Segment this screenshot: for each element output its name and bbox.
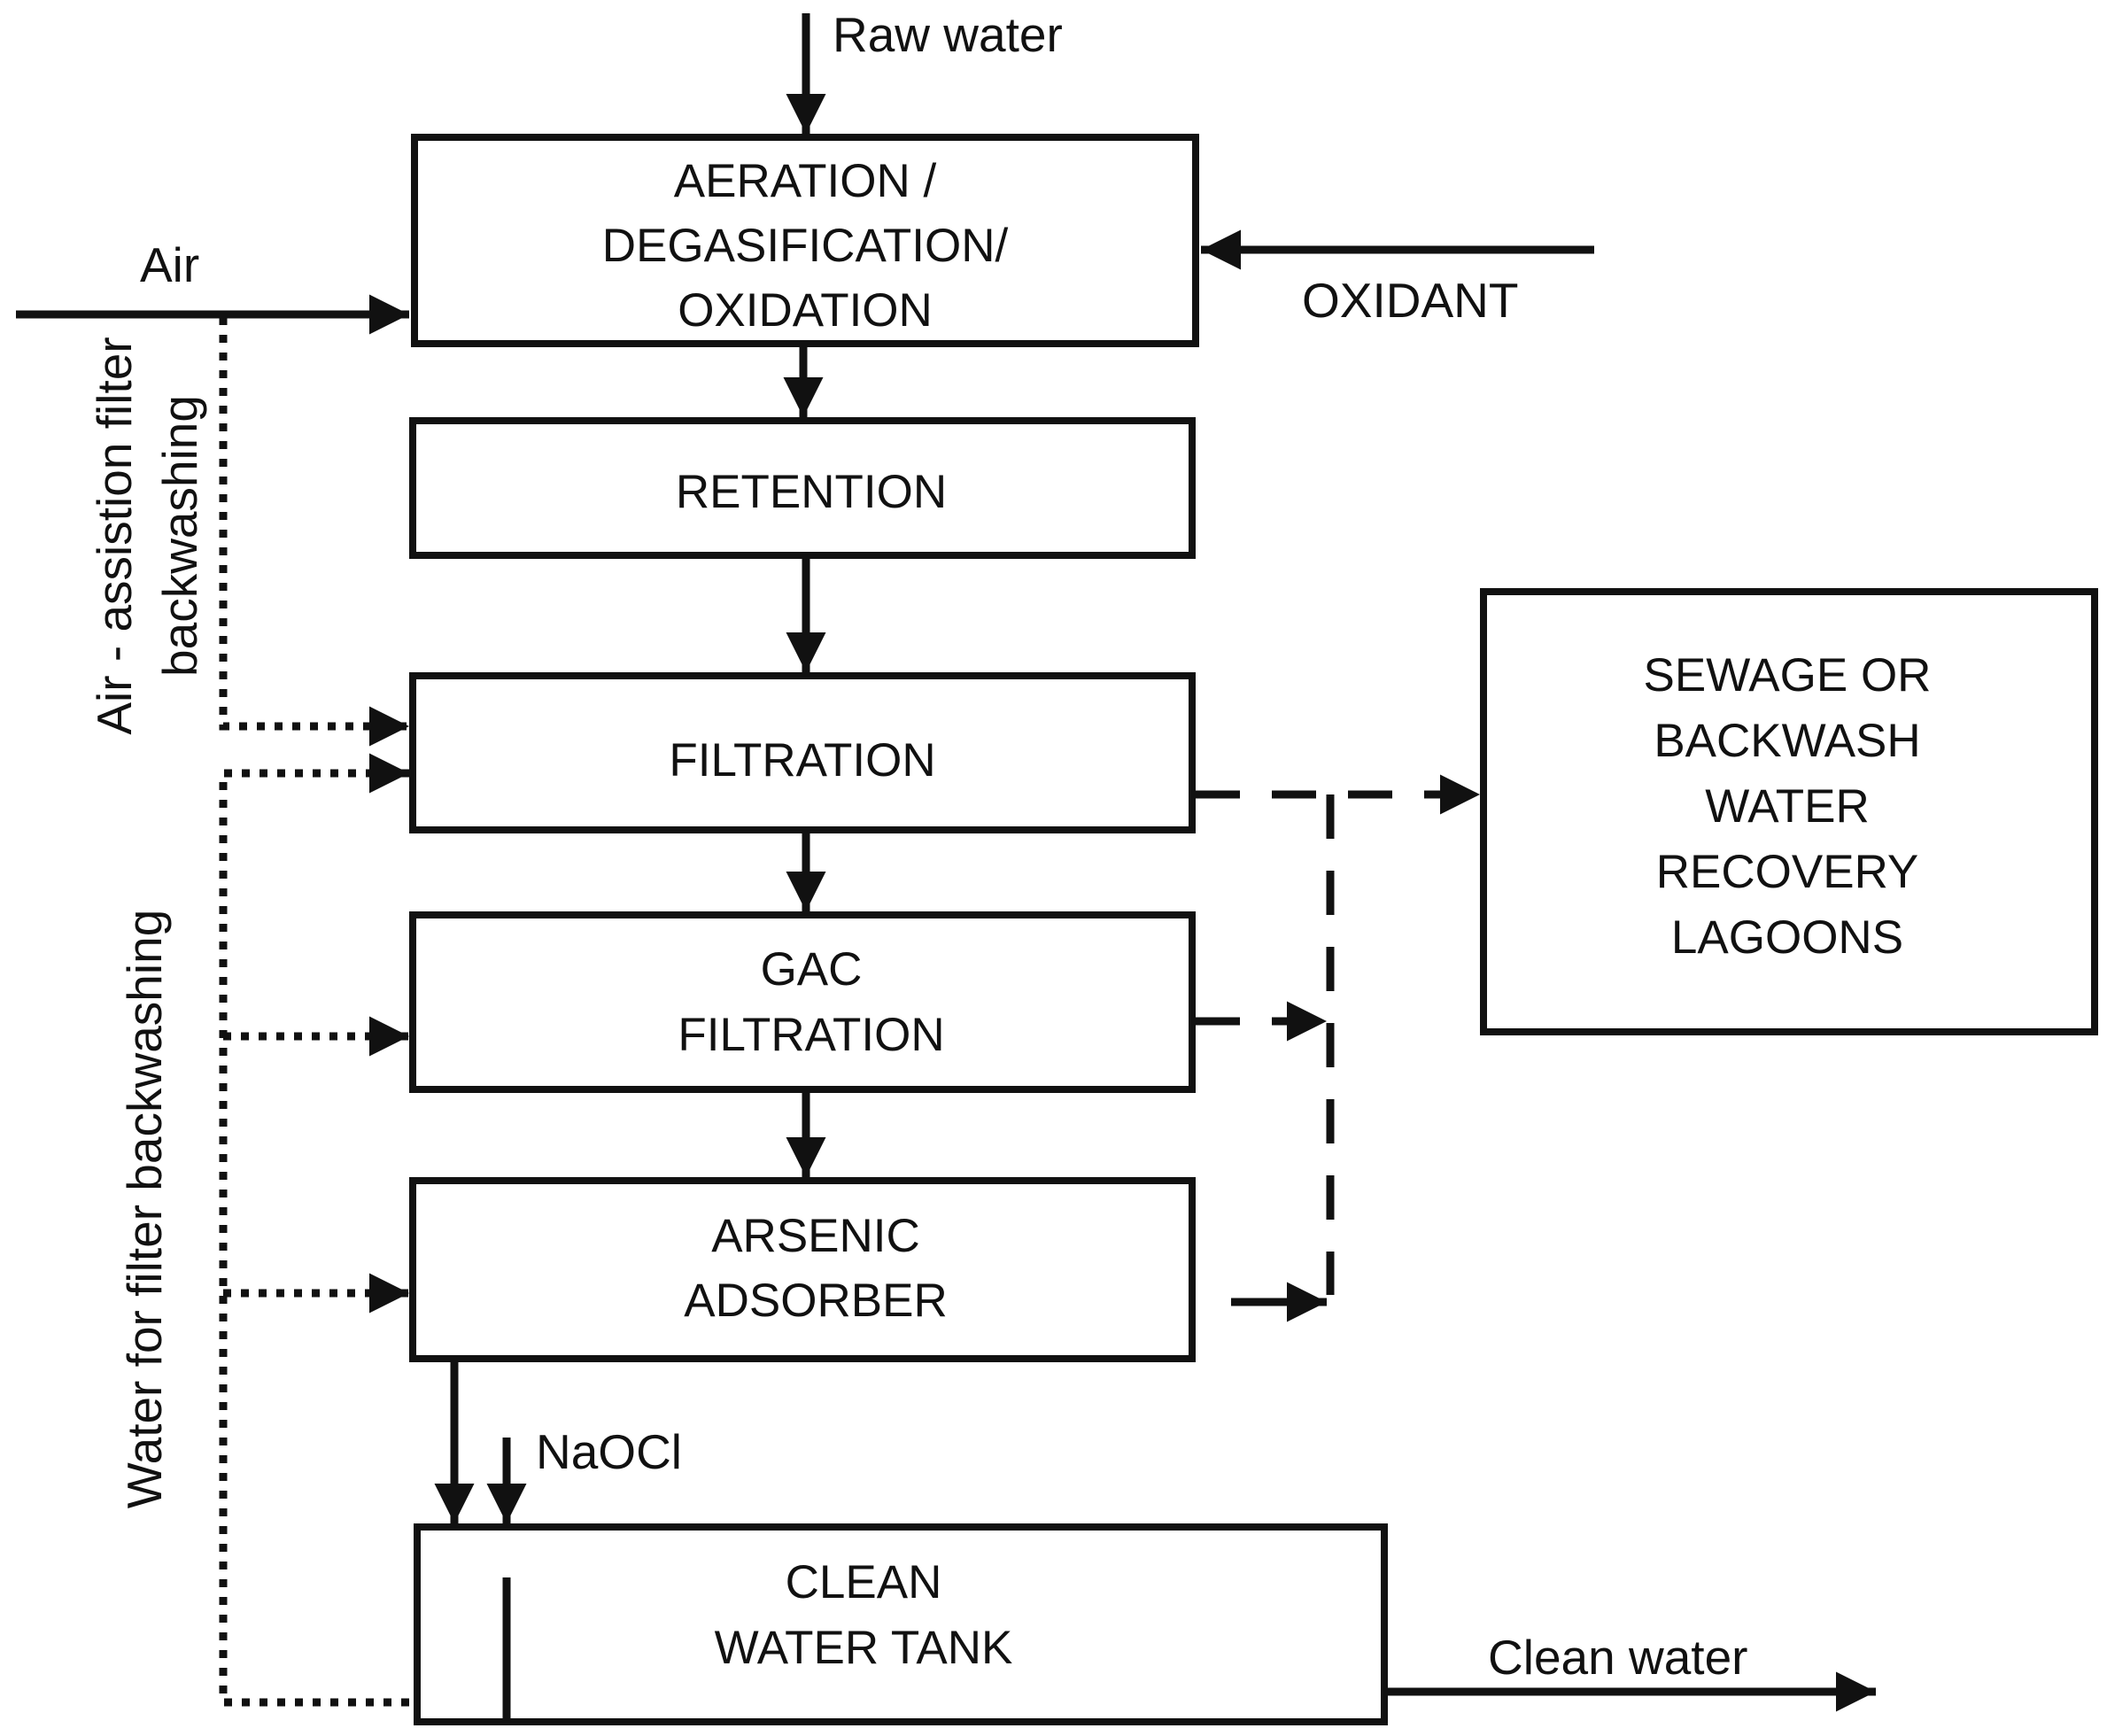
oxidant-label: OXIDANT	[1302, 273, 1518, 328]
water-backwash-label: Water for filter backwashing	[117, 910, 172, 1509]
arsenic-box-label-1: ARSENIC	[711, 1210, 920, 1262]
filtration-box: FILTRATION	[409, 672, 1196, 833]
retention-box: RETENTION	[409, 417, 1196, 559]
raw-water-label: Raw water	[833, 7, 1063, 62]
arsenic-adsorber-box: ARSENIC ADSORBER	[409, 1177, 1196, 1362]
air-assist-backwash-label-2: backwashing	[152, 395, 207, 677]
clean-water-tank-box: CLEAN WATER TANK	[414, 1523, 1388, 1725]
naocl-label: NaOCl	[536, 1424, 682, 1479]
water-backwash-return-line	[219, 753, 409, 1707]
gac-filtration-box: GAC FILTRATION	[409, 911, 1196, 1093]
retention-box-label: RETENTION	[676, 466, 947, 518]
clean-tank-label-2: WATER TANK	[715, 1622, 1013, 1674]
aeration-box-label-3: OXIDATION	[678, 284, 933, 337]
gac-box-label-1: GAC	[761, 943, 863, 996]
air-assist-backwash-label-1: Air - assistion filter	[87, 337, 142, 734]
aeration-box-label-2: DEGASIFICATION/	[602, 220, 1009, 272]
sewage-box-label-4: RECOVERY	[1656, 846, 1919, 898]
aeration-box: AERATION / DEGASIFICATION/ OXIDATION	[411, 134, 1199, 347]
air-label: Air	[140, 237, 199, 292]
clean-tank-label-1: CLEAN	[786, 1556, 942, 1608]
arsenic-box-label-2: ADSORBER	[684, 1275, 947, 1327]
sewage-lagoons-box: SEWAGE OR BACKWASH WATER RECOVERY LAGOON…	[1480, 588, 2098, 1035]
sewage-box-label-5: LAGOONS	[1671, 911, 1903, 964]
sewage-box-label-2: BACKWASH	[1654, 715, 1920, 767]
sewage-box-label-1: SEWAGE OR	[1644, 649, 1932, 701]
gac-box-label-2: FILTRATION	[678, 1009, 944, 1061]
aeration-box-label-1: AERATION /	[674, 155, 937, 207]
filtration-box-label: FILTRATION	[669, 734, 935, 787]
clean-water-label: Clean water	[1488, 1630, 1747, 1685]
sewage-box-label-3: WATER	[1705, 780, 1869, 833]
air-backwash-to-filtration-line	[219, 317, 409, 747]
